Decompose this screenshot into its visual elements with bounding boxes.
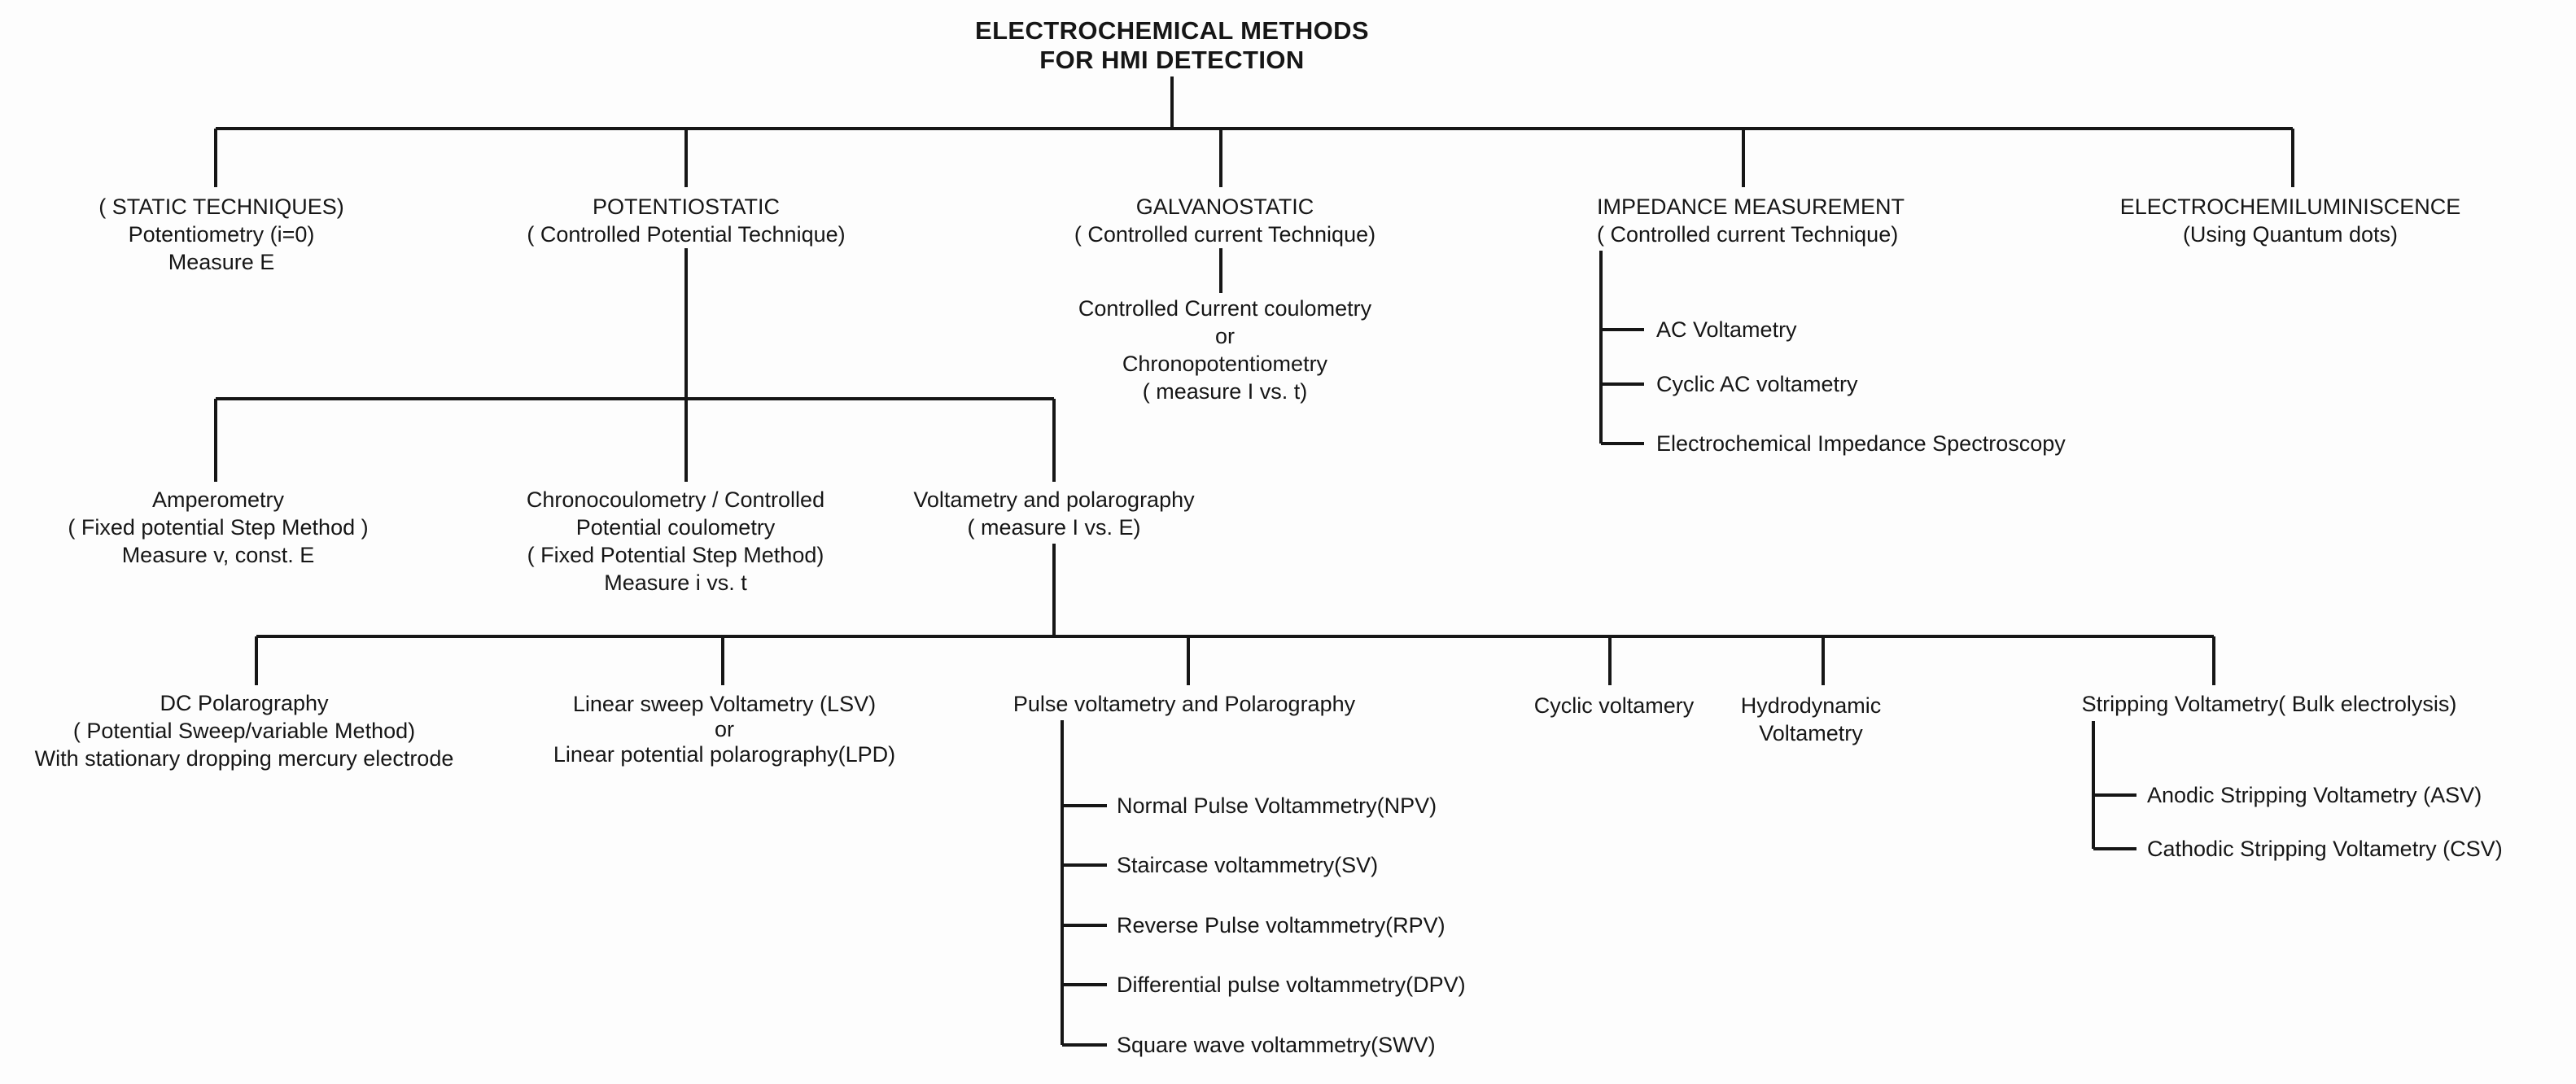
text-line: DC Polarography xyxy=(160,691,329,715)
text-line: Controlled Current coulometry xyxy=(1078,296,1372,321)
text-line: Chronopotentiometry xyxy=(1122,352,1328,376)
text-line: Square wave voltammetry(SWV) xyxy=(1117,1033,1436,1057)
node-cyclic-voltamery: Cyclic voltamery xyxy=(1534,692,1695,719)
text-line: AC Voltametry xyxy=(1656,317,1797,342)
node-galvanostatic-methods: Controlled Current coulometry or Chronop… xyxy=(1078,295,1371,405)
text-line: Pulse voltametry and Polarography xyxy=(1012,692,1356,716)
text-line: ( STATIC TECHNIQUES) xyxy=(98,195,344,219)
text-line: ( Controlled current Technique) xyxy=(1597,222,1899,247)
text-line: Stripping Voltametry( Bulk electrolysis) xyxy=(2081,692,2457,716)
text-line: ( Controlled current Technique) xyxy=(1074,222,1376,247)
title-line: FOR HMI DETECTION xyxy=(1039,46,1305,74)
diagram-title: ELECTROCHEMICAL METHODS FOR HMI DETECTIO… xyxy=(975,16,1369,75)
text-line: With stationary dropping mercury electro… xyxy=(34,746,454,771)
text-line: Linear sweep Voltametry (LSV) xyxy=(572,692,877,716)
node-chronocoulometry: Chronocoulometry / Controlled Potential … xyxy=(527,486,824,597)
node-staircase-voltammetry: Staircase voltammetry(SV) xyxy=(1117,851,1378,879)
text-line: ( measure I vs. E) xyxy=(967,515,1141,540)
node-amperometry: Amperometry ( Fixed potential Step Metho… xyxy=(68,486,368,569)
text-line: Potentiometry (i=0) xyxy=(128,222,315,247)
text-line: Reverse Pulse voltammetry(RPV) xyxy=(1117,913,1445,938)
text-line: ELECTROCHEMILUMINISCENCE xyxy=(2119,195,2461,219)
node-impedance-measurement: IMPEDANCE MEASUREMENT ( Controlled curre… xyxy=(1597,193,1905,248)
text-line: Hydrodynamic xyxy=(1740,693,1882,718)
node-ac-voltametry: AC Voltametry xyxy=(1656,316,1797,343)
text-line: Amperometry xyxy=(151,487,285,512)
text-line: (Using Quantum dots) xyxy=(2182,222,2399,247)
text-line: Potential coulometry xyxy=(575,515,776,540)
node-reverse-pulse-voltammetry: Reverse Pulse voltammetry(RPV) xyxy=(1117,911,1445,939)
node-electrochemical-impedance-spectroscopy: Electrochemical Impedance Spectroscopy xyxy=(1656,430,2066,457)
node-cyclic-ac-voltametry: Cyclic AC voltametry xyxy=(1656,370,1858,398)
text-line: or xyxy=(1214,324,1235,348)
node-electrochemiluminiscence: ELECTROCHEMILUMINISCENCE (Using Quantum … xyxy=(2120,193,2461,248)
text-line: Anodic Stripping Voltametry (ASV) xyxy=(2147,783,2482,807)
text-line: Measure v, const. E xyxy=(121,543,315,567)
text-line: Cathodic Stripping Voltametry (CSV) xyxy=(2147,837,2503,861)
text-line: Cyclic voltamery xyxy=(1533,693,1695,718)
node-anodic-stripping-voltametry: Anodic Stripping Voltametry (ASV) xyxy=(2147,781,2482,809)
node-voltametry-and-polarography: Voltametry and polarography ( measure I … xyxy=(913,486,1194,541)
node-stripping-voltametry: Stripping Voltametry( Bulk electrolysis) xyxy=(2082,690,2457,718)
text-line: ( measure I vs. t) xyxy=(1142,379,1308,404)
text-line: Measure i vs. t xyxy=(604,570,747,595)
text-line: Normal Pulse Voltammetry(NPV) xyxy=(1117,793,1437,818)
text-line: Voltametry xyxy=(1759,721,1863,745)
text-line: Differential pulse voltammetry(DPV) xyxy=(1117,973,1466,997)
text-line: GALVANOSTATIC xyxy=(1135,195,1314,219)
node-hydrodynamic-voltametry: Hydrodynamic Voltametry xyxy=(1741,692,1882,747)
title-line: ELECTROCHEMICAL METHODS xyxy=(975,16,1369,45)
node-linear-sweep-voltametry: Linear sweep Voltametry (LSV) or Linear … xyxy=(553,692,895,767)
text-line: Staircase voltammetry(SV) xyxy=(1117,853,1379,877)
text-line: ( Controlled Potential Technique) xyxy=(527,222,846,247)
text-line: IMPEDANCE MEASUREMENT xyxy=(1597,195,1905,219)
node-galvanostatic: GALVANOSTATIC ( Controlled current Techn… xyxy=(1074,193,1375,248)
node-static-techniques: ( STATIC TECHNIQUES) Potentiometry (i=0)… xyxy=(98,193,344,276)
node-cathodic-stripping-voltametry: Cathodic Stripping Voltametry (CSV) xyxy=(2147,835,2503,863)
node-differential-pulse-voltammetry: Differential pulse voltammetry(DPV) xyxy=(1117,971,1466,999)
text-line: Electrochemical Impedance Spectroscopy xyxy=(1656,431,2066,456)
text-line: ( Fixed Potential Step Method) xyxy=(527,543,824,567)
text-line: Linear potential polarography(LPD) xyxy=(553,742,896,767)
node-normal-pulse-voltammetry: Normal Pulse Voltammetry(NPV) xyxy=(1117,792,1437,820)
node-square-wave-voltammetry: Square wave voltammetry(SWV) xyxy=(1117,1031,1436,1059)
node-pulse-voltametry: Pulse voltametry and Polarography xyxy=(1013,690,1355,718)
text-line: POTENTIOSTATIC xyxy=(592,195,780,219)
text-line: Cyclic AC voltametry xyxy=(1656,372,1858,396)
text-line: Voltametry and polarography xyxy=(913,487,1195,512)
text-line: ( Fixed potential Step Method ) xyxy=(68,515,369,540)
text-line: ( Potential Sweep/variable Method) xyxy=(72,719,416,743)
text-line: Chronocoulometry / Controlled xyxy=(526,487,825,512)
text-line: or xyxy=(714,717,735,741)
node-potentiostatic: POTENTIOSTATIC ( Controlled Potential Te… xyxy=(527,193,845,248)
text-line: Measure E xyxy=(168,250,275,274)
node-dc-polarography: DC Polarography ( Potential Sweep/variab… xyxy=(35,689,454,772)
